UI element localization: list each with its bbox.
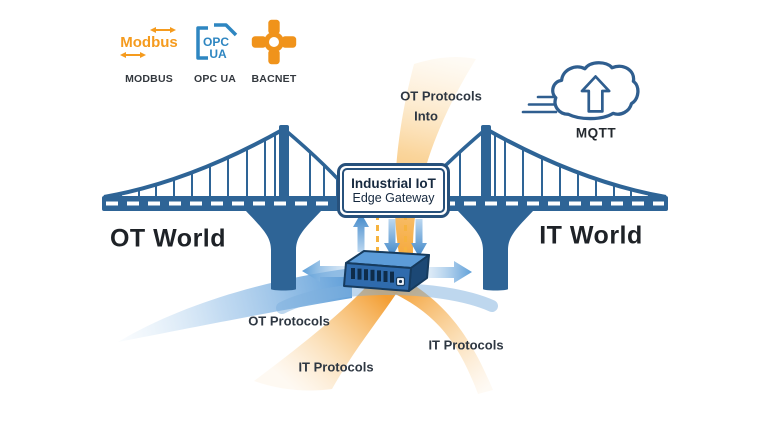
bridge-right [416, 125, 668, 291]
gateway-subtitle: Edge Gateway [352, 191, 435, 206]
gateway-device-icon [343, 250, 430, 292]
opcua-logo-line1: OPC [203, 35, 229, 49]
down-arrow-1 [384, 219, 400, 257]
bridge-left [102, 125, 354, 291]
mqtt-cloud-icon [521, 61, 640, 121]
mqtt-label: MQTT [575, 125, 617, 141]
modbus-caption: MODBUS [125, 73, 173, 85]
down-arrow-2 [411, 219, 427, 257]
it-world-label: IT World [539, 221, 643, 250]
flow-top-label-line1: OT Protocols [400, 88, 482, 104]
modbus-logo-text: Modbus [120, 33, 178, 51]
up-arrow [353, 213, 369, 252]
gateway-title: Industrial IoT [351, 175, 436, 191]
opcua-caption: OPC UA [193, 73, 237, 85]
double-arrow-icon [120, 51, 146, 58]
upload-arrow-icon [580, 75, 611, 113]
right-arrow [424, 261, 472, 283]
protocol-bacnet: BACNET [250, 16, 298, 85]
opcua-logo-line2: UA [209, 47, 227, 61]
double-arrow-icon [150, 26, 176, 33]
flow-swoosh-bottom-center-orange [254, 287, 398, 391]
modbus-icon: Modbus [118, 16, 180, 68]
bacnet-icon [250, 16, 298, 68]
flow-bottom-right-label: IT Protocols [428, 337, 504, 353]
flow-swoosh-bottom-right-orange [389, 278, 493, 394]
protocol-opcua: OPC UA OPC UA [190, 16, 240, 85]
gateway-label-inner: Industrial IoT Edge Gateway [342, 168, 445, 213]
bacnet-caption: BACNET [251, 73, 297, 85]
opc-ua-icon: OPC UA [190, 16, 240, 68]
flow-top-label-line2: Into [414, 108, 438, 124]
left-arrow [302, 260, 352, 282]
ot-world-label: OT World [109, 224, 227, 253]
flow-swoosh-top-orange [394, 56, 476, 254]
protocol-logo-strip: Modbus MODBUS OPC UA OPC UA [118, 16, 298, 85]
flow-bottom-center-label: IT Protocols [298, 359, 374, 375]
protocol-modbus: Modbus MODBUS [118, 16, 180, 85]
gateway-label-box: Industrial IoT Edge Gateway [337, 163, 450, 218]
flow-bottom-left-label: OT Protocols [248, 313, 330, 329]
